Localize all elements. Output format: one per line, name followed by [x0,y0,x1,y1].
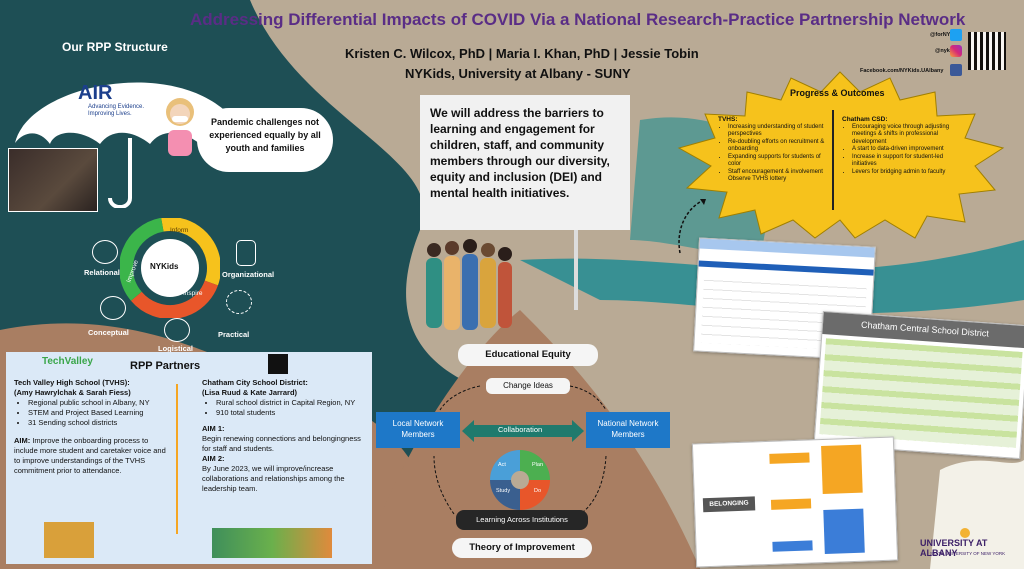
chatham-partner-column: Chatham City School District: (Lisa Ruud… [202,378,362,494]
tvhs-progress-item: Expanding supports for students of color [728,154,828,169]
rural-landscape-icon [212,528,332,558]
pdsa-cycle-diagram [490,450,550,510]
cycle-label-inspire: Inspire [183,290,203,297]
pdsa-act: Act [498,462,506,468]
collaboration-label: Collaboration [498,425,543,434]
umbrella-icon [15,82,248,208]
chatham-progress-item: Encouraging voice through adjusting meet… [852,124,962,147]
qr-code-icon [968,32,1006,70]
air-tagline-line-1: Advancing Evidence. [88,104,145,110]
cycle-center-label: NYKids [150,262,179,271]
structure-title: Our RPP Structure [62,40,168,54]
change-ideas-pill: Change Ideas [486,378,570,394]
tvhs-item: STEM and Project Based Learning [28,408,172,418]
clock-icon [164,318,190,342]
cycle-dashed-arrows [433,385,607,515]
team-photo [8,148,98,212]
instagram-icon [950,45,962,57]
tvhs-aim-text: Improve the onboarding process to includ… [14,436,166,475]
pdsa-plan: Plan [532,462,544,468]
twitter-icon [950,29,962,41]
belonging-label: BELONGING [702,496,756,513]
chatham-item: 910 total students [216,408,362,418]
tvhs-aim-label: AIM: [14,436,31,445]
tvhs-progress-item: Re-doubling efforts on recruitment & onb… [728,139,828,154]
ualbany-logo: UNIVERSITY AT ALBANY [920,538,988,558]
facebook-icon [950,64,962,76]
collaboration-arrow [462,420,584,442]
partners-divider [176,384,178,534]
aim2-text: By June 2023, we will improve/increase c… [202,464,345,493]
chatham-logo-icon [268,354,288,374]
organizational-label: Organizational [222,270,275,279]
tvhs-progress-column: TVHS: Increasing understanding of studen… [718,116,828,184]
school-building-icon [44,522,94,558]
progress-title: Progress & Outcomes [790,88,885,98]
partners-title: RPP Partners [130,360,201,372]
brain-icon [100,296,126,320]
relational-label: Relational [84,268,120,277]
chatham-progress-item: Levers for bridging admin to faculty [852,169,962,177]
tvhs-progress-item: Observe TVHS lottery [728,176,787,182]
conceptual-label: Conceptual [88,328,129,337]
pdsa-study: Study [496,488,511,494]
pdsa-do: Do [534,488,542,494]
chatham-document: Chatham Central School District [813,310,1024,460]
people-group-illustration [426,239,512,330]
chatham-progress-column: Chatham CSD: Encouraging voice through a… [842,116,962,176]
theory-of-improvement-pill: Theory of Improvement [452,538,592,558]
pandemic-cloud: Pandemic challenges not experienced equa… [197,108,333,172]
poster-title: Addressing Differential Impacts of COVID… [190,10,966,29]
belonging-diagram-document: BELONGING [691,436,899,568]
chatham-item: Rural school district in Capital Region,… [216,398,362,408]
sign-post [574,230,578,310]
chatham-name: Chatham City School District: [202,378,308,387]
tvhs-item: 31 Sending school districts [28,418,172,428]
progress-star-shape [677,71,1005,239]
tvhs-aim: AIM: Improve the onboarding process to i… [14,436,172,476]
educational-equity-pill: Educational Equity [458,344,598,366]
ualbany-seal-icon [960,528,970,538]
local-network-box: Local Network Members [376,412,460,448]
tvhs-progress-heading: TVHS: [718,116,738,123]
pandemic-text: Pandemic challenges not experienced equa… [209,117,321,153]
logistical-label: Logistical [158,344,194,353]
learning-across-institutions-pill: Learning Across Institutions [456,510,588,530]
mission-statement: We will address the barriers to learning… [430,106,610,200]
air-tagline: Advancing Evidence. Improving Lives. [88,104,144,118]
national-network-box: National Network Members [586,412,670,448]
chatham-progress-item: A start to data-driven improvement [852,146,962,154]
ualbany-subtitle: STATE UNIVERSITY OF NEW YORK [930,551,1006,556]
tvhs-progress-item: Staff encouragement & involvement [728,169,828,177]
practical-label: Practical [218,330,250,339]
tvhs-progress-item: Increasing understanding of student pers… [728,124,828,139]
institution: NYKids, University at Albany - SUNY [405,66,631,81]
clipboard-icon [236,240,256,266]
chatham-progress-item: Increase in support for student-led init… [852,154,962,169]
masked-girl-illustration [166,98,194,156]
tvhs-partner-column: Tech Valley High School (TVHS): (Amy Haw… [14,378,172,476]
instagram-handle: @nykids_ [935,48,961,54]
chatham-progress-heading: Chatham CSD: [842,116,888,123]
nykids-cycle-diagram [120,218,220,318]
facebook-link: Facebook.com/NYKids.UAlbany [860,68,944,74]
tvhs-item: Regional public school in Albany, NY [28,398,172,408]
tvhs-name: Tech Valley High School (TVHS): [14,378,130,387]
gears-icon [226,290,252,314]
mission-statement-box: We will address the barriers to learning… [420,95,630,230]
chatham-people: (Lisa Ruud & Kate Jarrard) [202,388,298,397]
cycle-label-inform: Inform [170,227,189,234]
aim1-text: Begin renewing connections and belonging… [202,434,361,453]
air-tagline-line-2: Improving Lives. [88,111,132,117]
authors: Kristen C. Wilcox, PhD | Maria I. Khan, … [345,46,699,61]
air-logo: AIR [78,82,113,104]
tvhs-people: (Amy Hawrylchak & Sarah Fiess) [14,388,131,397]
techvalley-logo: TechValley [42,356,93,367]
relational-icon [92,240,118,264]
aim2-label: AIM 2: [202,454,225,463]
twitter-handle: @forNYKids [930,32,963,38]
progress-divider [832,110,834,210]
aim1-label: AIM 1: [202,424,225,433]
dashed-arrow-icon [678,198,707,254]
